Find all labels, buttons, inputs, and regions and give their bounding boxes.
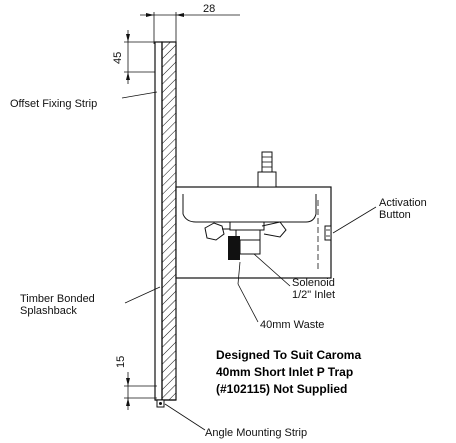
note-line1: Designed To Suit Caroma <box>216 348 361 362</box>
bottom-height-dimension: 15 <box>115 356 157 410</box>
top-height-label: 45 <box>112 52 124 64</box>
solenoid-label-line2: 1/2" Inlet <box>292 289 335 301</box>
top-width-label: 28 <box>203 3 215 15</box>
note-line3: (#102115) Not Supplied <box>216 382 347 396</box>
activation-button-shape <box>324 225 332 241</box>
top-width-dimension: 28 <box>140 3 240 44</box>
angle-mounting-strip-label: Angle Mounting Strip <box>205 427 307 439</box>
bottom-height-label: 15 <box>115 356 127 368</box>
timber-label-line2: Splashback <box>20 305 77 317</box>
note-line2: 40mm Short Inlet P Trap <box>216 365 353 379</box>
solenoid-waste-assembly <box>204 221 287 260</box>
activation-label-line2: Button <box>379 209 411 221</box>
activation-label-line1: Activation <box>379 197 427 209</box>
angle-mounting-strip <box>156 399 165 408</box>
waste-label: 40mm Waste <box>260 319 324 331</box>
splashback-panel <box>154 41 177 401</box>
top-height-dimension: 45 <box>112 30 157 84</box>
offset-fixing-strip-label: Offset Fixing Strip <box>10 98 97 110</box>
solenoid-label-line1: Solenoid <box>292 277 335 289</box>
tap-spout <box>257 151 277 188</box>
leader-lines <box>121 91 377 431</box>
timber-label-line1: Timber Bonded <box>20 293 95 305</box>
